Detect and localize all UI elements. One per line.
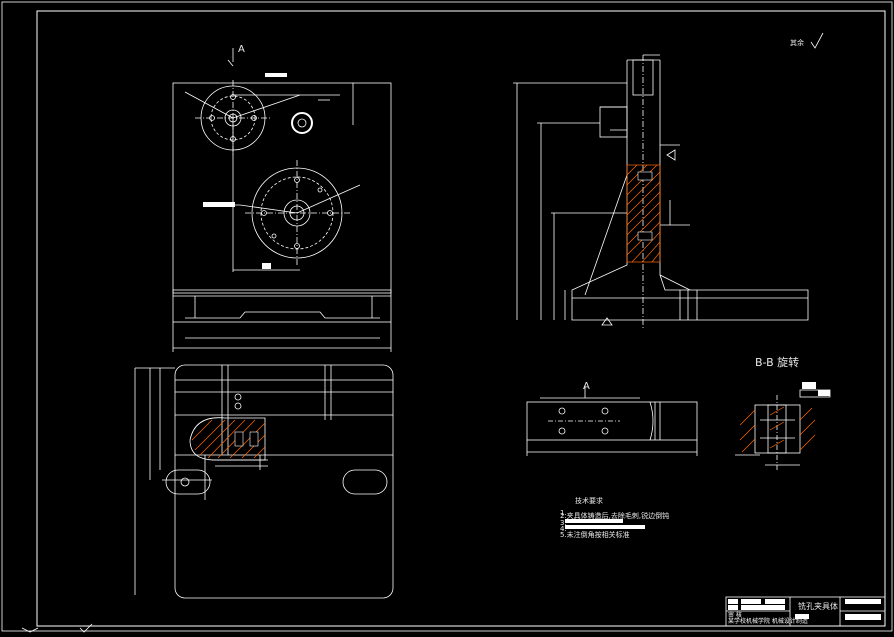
section-label-a-bottom: A — [583, 381, 590, 392]
tech-item: 1. — [560, 509, 567, 517]
callout-bar — [203, 202, 235, 207]
bb-hatch — [739, 406, 816, 453]
side-hatch — [626, 164, 661, 263]
bottom-view — [134, 364, 394, 599]
section-label-a-top: A — [238, 44, 245, 55]
tech-item: 5.未注倒角按相关标准 — [560, 531, 630, 539]
roughness-symbol — [810, 32, 824, 49]
tech-title: 技术要求 — [575, 497, 603, 505]
title-part-name: 铣孔夹具体 — [798, 602, 838, 611]
a-view — [526, 385, 698, 456]
title-school-line: 某学校机械学院 机械设计制造 — [728, 618, 808, 625]
section-title: B-B 旋转 — [755, 356, 800, 369]
tech-item: 2.夹具体铸造后,去除毛刺,锐边倒钝 — [560, 512, 670, 520]
title-block — [725, 596, 886, 627]
top-view — [172, 48, 392, 352]
tech-item: 4. — [560, 525, 567, 533]
side-view — [513, 54, 809, 330]
roughness-note: 其余 — [790, 39, 804, 47]
tech-item: 3. — [560, 519, 567, 527]
inner-border — [36, 10, 886, 627]
callout-bar-2 — [265, 73, 287, 77]
hole-marker — [262, 263, 271, 269]
tech-bar-1 — [565, 519, 623, 523]
bb-section — [735, 389, 831, 470]
title-left-label: 审 核 — [728, 612, 742, 619]
tech-bar-2 — [565, 525, 645, 529]
corner-mark — [21, 623, 93, 633]
